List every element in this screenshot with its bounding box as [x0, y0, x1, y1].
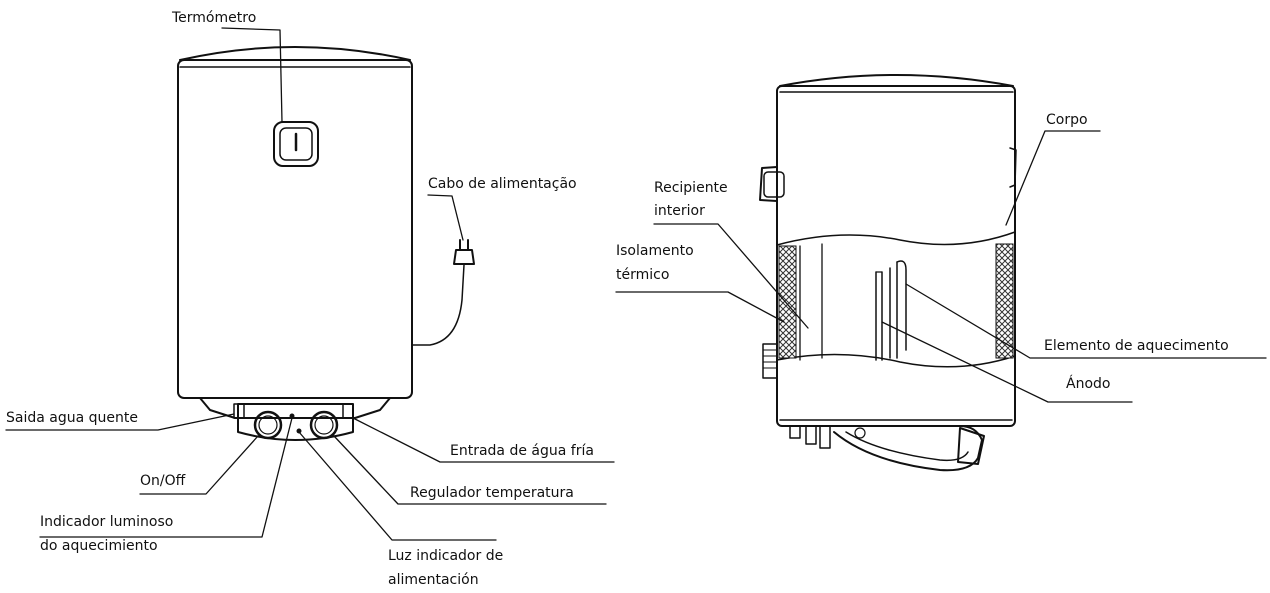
front-bottom-base [199, 397, 391, 419]
label-saida-agua-quente: Saida agua quente [6, 410, 138, 426]
cutaway-lower-wave [776, 353, 1016, 368]
cutaway-view-heater [759, 74, 1017, 472]
label-isolamento-1: Isolamento [616, 243, 694, 259]
leader-termometro [221, 27, 283, 123]
temperature-knob-icon [309, 410, 339, 440]
label-cabo-alimentacao: Cabo de alimentação [428, 176, 577, 192]
thermometer-icon [273, 121, 319, 167]
cutaway-side-stub [1009, 147, 1017, 188]
leader-elemento [905, 283, 1267, 359]
label-isolamento-2: térmico [616, 267, 669, 283]
power-cord [411, 264, 465, 346]
cutaway-bottom-cover-inner [845, 431, 969, 462]
front-top-dome [179, 46, 411, 61]
cutaway-bottom-cap [957, 427, 985, 465]
label-indicador-luminoso-1: Indicador luminoso [40, 514, 173, 530]
cutaway-body [776, 85, 1016, 427]
cutaway-top-dome [779, 74, 1014, 87]
cutaway-thermometer-face [763, 171, 785, 198]
cutaway-bottom-cover [833, 425, 983, 472]
label-entrada-agua-fria: Entrada de água fría [450, 443, 594, 459]
leader-onoff [139, 435, 259, 495]
cutaway-side-connector-icon [762, 343, 778, 379]
leader-indicador [39, 417, 293, 538]
label-luz-indicador-2: alimentación [388, 572, 479, 588]
heating-indicator-light [289, 413, 295, 419]
leader-anodo [881, 321, 1133, 403]
power-plug-icon [453, 239, 475, 265]
leader-isolamento [615, 291, 785, 323]
label-corpo: Corpo [1046, 112, 1088, 128]
front-view-heater [177, 46, 475, 441]
label-recipiente-2: interior [654, 203, 705, 219]
label-recipiente-1: Recipiente [654, 180, 728, 196]
cold-water-inlet-pipe [342, 403, 354, 419]
leader-saida [5, 413, 235, 431]
label-elemento-aquecimento: Elemento de aquecimento [1044, 338, 1229, 354]
leader-regulador [333, 435, 607, 505]
front-body [177, 59, 413, 399]
label-anodo: Ánodo [1066, 375, 1110, 392]
control-panel [237, 403, 354, 441]
front-view-annotations: Termómetro Cabo de alimentação Saida agu… [5, 10, 615, 588]
cutaway-annotations: Corpo Recipiente interior Isolamento tér… [615, 112, 1267, 403]
cutaway-bottom-pipes [789, 425, 866, 449]
heating-element-icon [875, 260, 907, 361]
cutaway-upper-wave [776, 231, 1016, 246]
insulation-left [778, 245, 797, 359]
label-termometro: Termómetro [171, 10, 256, 26]
insulation-right [995, 243, 1014, 359]
cutaway-thermometer-icon [759, 166, 778, 202]
leader-recipiente [653, 223, 809, 329]
label-indicador-luminoso-2: do aquecimiento [40, 538, 158, 554]
onoff-knob-icon [253, 410, 283, 440]
label-onoff: On/Off [140, 473, 186, 489]
leader-entrada [352, 417, 615, 463]
leader-cabo [427, 194, 464, 241]
leader-corpo [1005, 130, 1101, 226]
leader-luz [298, 431, 497, 541]
power-indicator-light [296, 428, 302, 434]
label-luz-indicador-1: Luz indicador de [388, 548, 503, 564]
hot-water-outlet-pipe [233, 403, 245, 419]
label-regulador-temperatura: Regulador temperatura [410, 485, 574, 501]
